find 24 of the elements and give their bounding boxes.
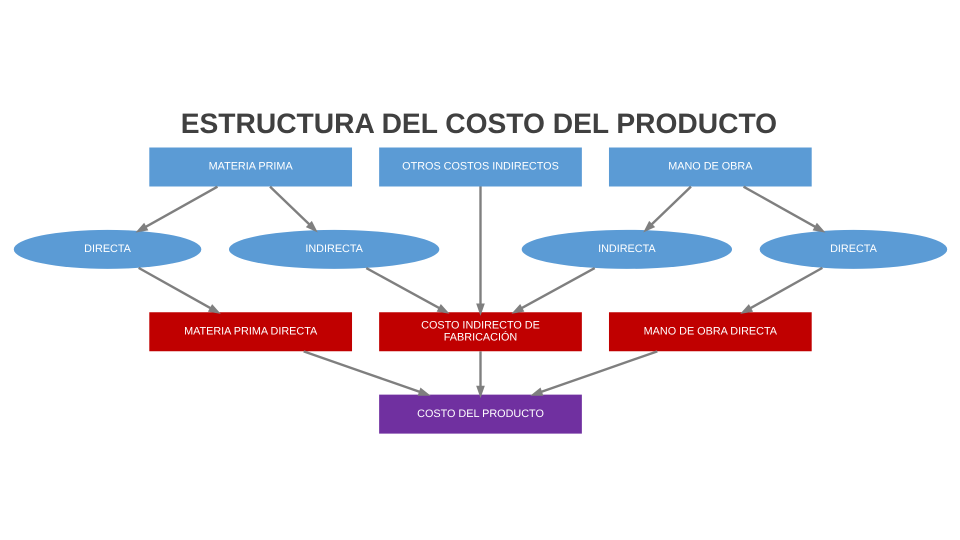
arrow bbox=[642, 185, 692, 232]
node-box: MATERIA PRIMA DIRECTA bbox=[148, 312, 352, 351]
arrow bbox=[138, 266, 220, 314]
arrow bbox=[365, 266, 450, 314]
node-box: MATERIA PRIMA bbox=[148, 146, 352, 186]
arrow bbox=[302, 350, 430, 396]
arrow bbox=[740, 266, 822, 314]
node-box: MANO DE OBRA DIRECTA bbox=[608, 312, 812, 351]
node-box: COSTO INDIRECTO DE FABRICACIÓN bbox=[378, 312, 582, 351]
node-ellipse: DIRECTA bbox=[13, 229, 201, 268]
node-ellipse: DIRECTA bbox=[759, 229, 947, 268]
node-box: MANO DE OBRA bbox=[608, 146, 812, 186]
node-box: OTROS COSTOS INDIRECTOS bbox=[378, 146, 582, 186]
diagram-title: ESTRUCTURA DEL COSTO DEL PRODUCTO bbox=[180, 106, 777, 139]
arrow bbox=[510, 266, 595, 314]
node-ellipse: INDIRECTA bbox=[228, 229, 439, 268]
arrow bbox=[134, 185, 218, 232]
arrow bbox=[530, 350, 658, 396]
arrow bbox=[476, 350, 484, 398]
arrow bbox=[476, 186, 484, 316]
node-box: COSTO DEL PRODUCTO bbox=[378, 394, 582, 434]
arrow bbox=[268, 185, 318, 232]
node-ellipse: INDIRECTA bbox=[521, 229, 732, 268]
arrow bbox=[742, 185, 826, 232]
